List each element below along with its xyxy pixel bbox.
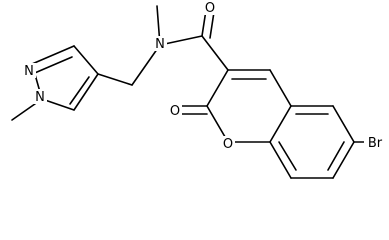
atom-label-n: N bbox=[24, 64, 34, 79]
atom-label-n: N bbox=[35, 90, 45, 105]
bond bbox=[269, 141, 292, 179]
bond bbox=[327, 141, 345, 171]
bond bbox=[332, 105, 355, 143]
atom-label-o: O bbox=[223, 137, 233, 152]
bond bbox=[201, 35, 229, 71]
bond bbox=[131, 44, 161, 86]
atom-label-o: O bbox=[205, 1, 215, 16]
bond bbox=[31, 45, 75, 65]
bond bbox=[97, 73, 133, 86]
bond bbox=[206, 69, 229, 107]
bond bbox=[278, 141, 297, 171]
atom-label-br: Br bbox=[368, 136, 383, 151]
bond bbox=[29, 56, 73, 76]
bond bbox=[332, 141, 355, 179]
atom-label-o: O bbox=[170, 104, 180, 119]
bond bbox=[73, 73, 99, 111]
pyranone-ring bbox=[206, 69, 292, 143]
bond bbox=[209, 11, 215, 39]
bond bbox=[269, 105, 292, 143]
structure-canvas: N N N O O O Br bbox=[11, 1, 383, 179]
molecule-diagram: N N N O O O Br bbox=[11, 1, 383, 179]
bond bbox=[269, 69, 292, 107]
bond bbox=[41, 98, 75, 111]
bond bbox=[69, 76, 90, 105]
benzene-ring bbox=[269, 105, 355, 179]
atom-label-n: N bbox=[155, 37, 165, 52]
bond bbox=[73, 45, 99, 75]
